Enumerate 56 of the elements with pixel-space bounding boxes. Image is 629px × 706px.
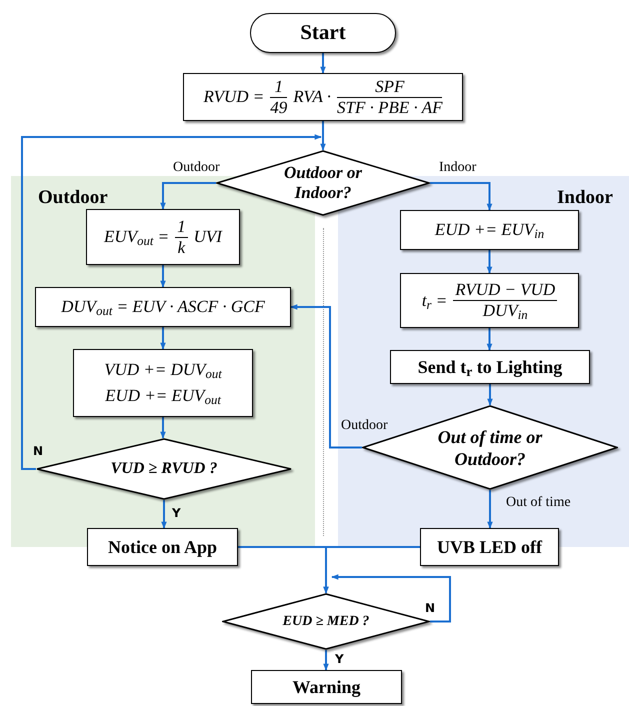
arrow — [160, 182, 216, 210]
arrow — [486, 250, 492, 274]
fraction-denominator: STF · PBE · AF — [337, 98, 442, 118]
process-label: Notice on App — [108, 536, 217, 559]
arrow — [486, 328, 492, 351]
terminal-label: Start — [300, 19, 346, 46]
formula-text: t$_{r}$ = — [422, 290, 448, 314]
arrow — [323, 546, 420, 594]
arrow — [160, 265, 166, 288]
formula-text: DUV$_{out}$ = EUV · ASCF · GCF — [61, 296, 265, 320]
arrow — [487, 490, 493, 529]
process-box — [87, 528, 238, 566]
arrow — [161, 500, 167, 529]
arrow — [320, 53, 326, 74]
panel-title: Outdoor — [38, 186, 108, 210]
arrow — [331, 574, 451, 622]
process-label: UVB LED off — [436, 536, 542, 558]
fraction-numerator: RVUD − VUD — [453, 280, 558, 301]
arrow — [323, 650, 329, 671]
arrow — [160, 327, 166, 350]
arrow — [320, 121, 326, 151]
process-box — [400, 273, 579, 328]
process-label: Send t$_{r}$ to Lighting — [418, 356, 562, 380]
formula-text: RVUD = — [204, 86, 264, 108]
formula-text: VUD += DUV$_{out}$ — [104, 359, 222, 383]
fraction-numerator: SPF — [337, 76, 442, 98]
fraction-denominator: k — [178, 238, 186, 258]
decision-text: Out of time or Outdoor? — [436, 426, 544, 470]
process-box — [420, 528, 559, 566]
fraction-denominator: DUV$_{in}$ — [482, 301, 528, 321]
arrow — [290, 304, 362, 448]
formula-text: EUV$_{out}$ = — [104, 226, 170, 250]
formula-text: UVI — [194, 226, 222, 248]
formula-text: EUD += EUV$_{out}$ — [105, 385, 221, 409]
formula-text: EUD += EUV$_{in}$ — [434, 219, 544, 243]
arrow — [160, 417, 166, 439]
panel-title: Indoor — [557, 186, 613, 210]
process-box — [73, 349, 253, 417]
process-box — [400, 210, 579, 250]
process-box — [251, 670, 402, 704]
arrow — [21, 134, 322, 470]
fraction-numerator: 1 — [270, 76, 288, 98]
arrow — [487, 384, 493, 406]
process-box — [390, 350, 590, 384]
fraction-denominator: 49 — [270, 98, 288, 118]
process-box — [183, 73, 463, 121]
process-box — [86, 209, 240, 265]
decision-text: EUD ≥ MED ? — [282, 612, 370, 630]
process-label: Warning — [292, 676, 361, 699]
arrow — [430, 182, 492, 211]
formula-text: RVA · — [293, 86, 332, 108]
decision-text: Outdoor or Indoor? — [283, 163, 363, 203]
process-box — [35, 287, 291, 327]
start-terminal — [250, 13, 396, 53]
decision-text: VUD ≥ RVUD ? — [110, 459, 218, 479]
fraction-numerator: 1 — [175, 216, 188, 238]
